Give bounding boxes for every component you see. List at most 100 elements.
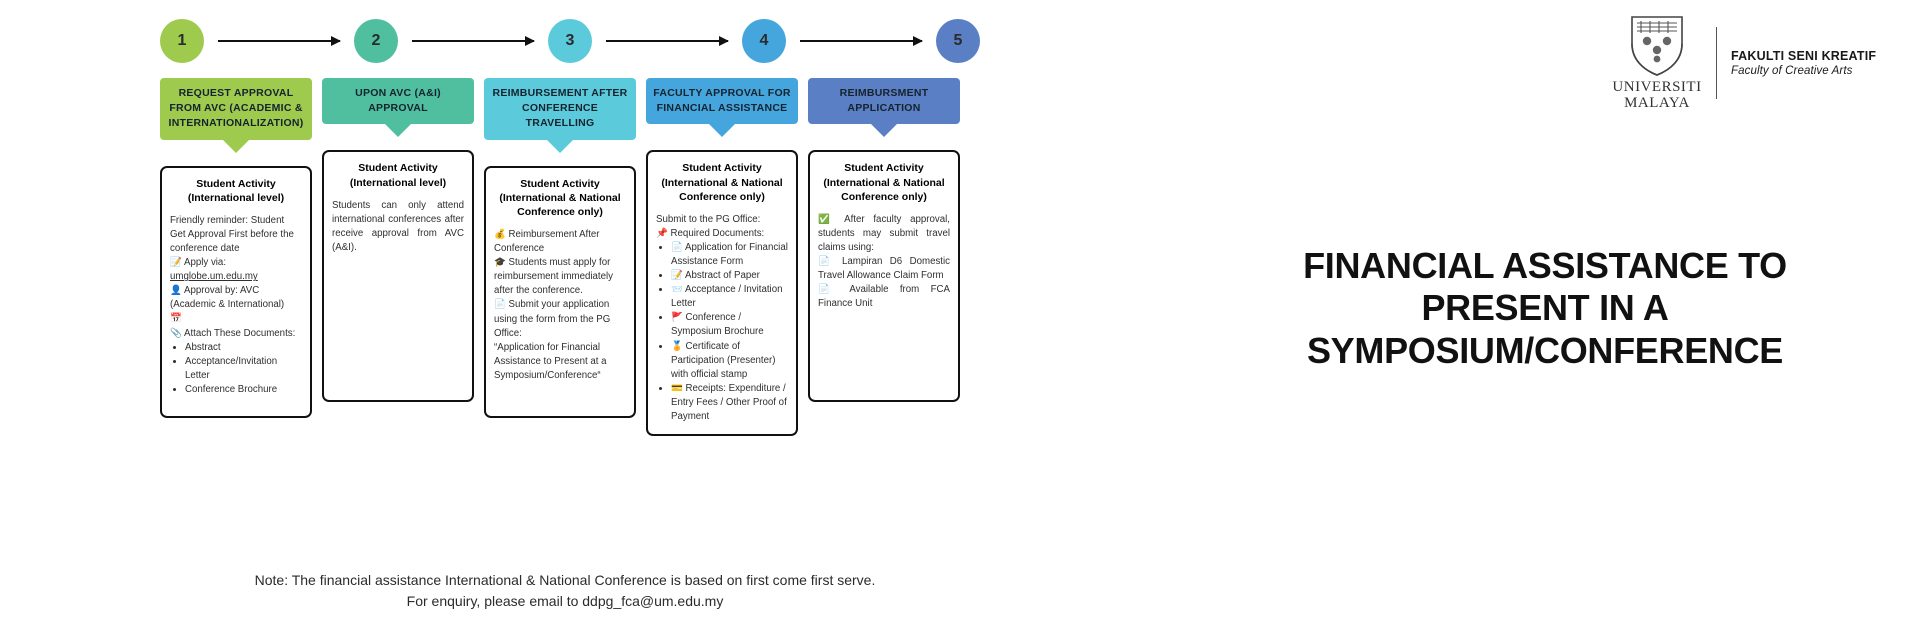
faculty-name-block: FAKULTI SENI KREATIF Faculty of Creative… — [1731, 49, 1876, 77]
required-label: Required Documents: — [670, 228, 765, 240]
money-label: Reimbursement After Conference — [494, 229, 600, 255]
step-banner-label-1: REQUEST APPROVAL FROM AVC (ACADEMIC & IN… — [168, 87, 304, 130]
list-item-label: Application for Financial Assistance For… — [671, 242, 788, 268]
banner-notch-2 — [385, 124, 411, 138]
money-bag-icon: 💰 — [494, 229, 506, 241]
list-item-label: Abstract of Paper — [685, 270, 760, 282]
list-item: Acceptance/Invitation Letter — [185, 355, 302, 383]
apply-label: Apply via: — [184, 257, 227, 269]
memo-icon: 📝 — [170, 257, 182, 269]
list-item: 📄 Application for Financial Assistance F… — [671, 241, 788, 269]
check-mark-icon: ✅ — [818, 213, 836, 225]
step-card-5: Student Activity (International & Nation… — [808, 150, 960, 403]
step-arrow-4 — [800, 36, 923, 46]
step-banner-1: REQUEST APPROVAL FROM AVC (ACADEMIC & IN… — [160, 78, 312, 153]
university-name-line2: MALAYA — [1624, 94, 1690, 111]
lampiran-line: 📄 Lampiran D6 Domestic Travel Allowance … — [818, 255, 950, 283]
calendar-icon: 📅 — [170, 313, 182, 325]
faculty-name-malay: FAKULTI SENI KREATIF — [1731, 48, 1877, 63]
check-label: After faculty approval, students may sub… — [818, 213, 950, 254]
footer-line-2: For enquiry, please email to ddpg_fca@um… — [406, 593, 724, 609]
page-icon: 📄 — [671, 242, 683, 254]
process-columns: REQUEST APPROVAL FROM AVC (ACADEMIC & IN… — [160, 78, 982, 436]
grad-label: Students must apply for reimbursement im… — [494, 257, 613, 297]
footer-line-1: Note: The financial assistance Internati… — [254, 572, 876, 588]
step-number-row: 1 2 3 4 5 — [160, 18, 980, 64]
step2-paragraph: Students can only attend international c… — [332, 199, 464, 253]
flag-icon: 🚩 — [671, 312, 683, 324]
card-title-5: Student Activity (International & Nation… — [823, 162, 945, 203]
step-banner-5: REIMBURSMENT APPLICATION — [808, 78, 960, 138]
step-banner-label-3: REIMBURSEMENT AFTER CONFERENCE TRAVELLIN… — [492, 87, 628, 130]
card-title-2: Student Activity (International level) — [349, 162, 447, 189]
card-body-1: Friendly reminder: Student Get Approval … — [170, 214, 302, 397]
list-item-label: Acceptance / Invitation Letter — [671, 284, 783, 310]
step-card-3: Student Activity (International & Nation… — [484, 165, 636, 418]
university-logo-block: UNIVERSITI MALAYA FAKULTI SENI KREATIF F… — [1612, 14, 1876, 112]
document-icon: 📄 — [818, 284, 839, 296]
lampiran-label: Lampiran D6 Domestic Travel Allowance Cl… — [818, 256, 950, 282]
list-item: 💳 Receipts: Expenditure / Entry Fees / O… — [671, 382, 788, 424]
required-line: 📌 Required Documents: — [656, 227, 788, 241]
step-circle-1: 1 — [160, 19, 204, 63]
process-step-3: REIMBURSEMENT AFTER CONFERENCE TRAVELLIN… — [484, 78, 636, 418]
approval-line: 👤 Approval by: AVC (Academic & Internati… — [170, 284, 302, 312]
medal-icon: 🏅 — [671, 340, 683, 352]
process-step-2: UPON AVC (A&I) APPROVAL Student Activity… — [322, 78, 474, 403]
reminder-text: Friendly reminder: Student Get Approval … — [170, 215, 294, 255]
approval-label: Approval by: AVC (Academic & Internation… — [170, 285, 285, 311]
calendar-line: 📅 — [170, 312, 302, 326]
list-item-label: Certificate of Participation (Presenter)… — [671, 340, 776, 380]
card-body-3: 💰 Reimbursement After Conference 🎓 Stude… — [494, 228, 626, 383]
step-banner-2: UPON AVC (A&I) APPROVAL — [322, 78, 474, 138]
card-body-5: ✅ After faculty approval, students may s… — [818, 213, 950, 311]
umglobe-link[interactable]: umglobe.um.edu.my — [170, 271, 258, 283]
step-arrow-2 — [412, 36, 535, 46]
banner-notch-4 — [709, 124, 735, 138]
available-label: Available from FCA Finance Unit — [818, 284, 950, 310]
card-title-3: Student Activity (International & Nation… — [499, 177, 621, 218]
list-item-label: Receipts: Expenditure / Entry Fees / Oth… — [671, 382, 787, 422]
step-circle-2: 2 — [354, 19, 398, 63]
graduation-cap-icon: 🎓 — [494, 257, 506, 269]
documents-list-4: 📄 Application for Financial Assistance F… — [656, 241, 788, 424]
card-body-4: Submit to the PG Office: 📌 Required Docu… — [656, 213, 788, 424]
list-item: 📝 Abstract of Paper — [671, 269, 788, 283]
banner-notch-1 — [223, 139, 249, 153]
university-name-line1: UNIVERSITI — [1612, 79, 1702, 95]
grad-line: 🎓 Students must apply for reimbursement … — [494, 256, 626, 298]
step-arrow-1 — [218, 36, 341, 46]
footer-note: Note: The financial assistance Internati… — [0, 570, 1130, 612]
banner-notch-3 — [547, 139, 573, 153]
envelope-icon: 📨 — [671, 284, 683, 296]
process-step-1: REQUEST APPROVAL FROM AVC (ACADEMIC & IN… — [160, 78, 312, 418]
available-line: 📄 Available from FCA Finance Unit — [818, 283, 950, 311]
page-icon: 📄 — [818, 256, 835, 268]
step-banner-label-5: REIMBURSMENT APPLICATION — [839, 87, 929, 115]
paperclip-icon: 📎 — [170, 327, 182, 339]
submit-pg-label: Submit to the PG Office: — [656, 213, 761, 225]
logo-divider — [1716, 26, 1717, 99]
step-card-4: Student Activity (International & Nation… — [646, 150, 798, 436]
process-step-5: REIMBURSMENT APPLICATION Student Activit… — [808, 78, 960, 403]
step-card-2: Student Activity (International level) S… — [322, 150, 474, 403]
step-circle-5: 5 — [936, 19, 980, 63]
money-line: 💰 Reimbursement After Conference — [494, 228, 626, 256]
apply-line: 📝 Apply via: — [170, 256, 302, 270]
faculty-name-english: Faculty of Creative Arts — [1731, 64, 1853, 77]
um-crest-wrap: UNIVERSITI MALAYA — [1612, 14, 1702, 112]
step-card-1: Student Activity (International level) F… — [160, 165, 312, 418]
card-body-2: Students can only attend international c… — [332, 199, 464, 255]
step-banner-label-4: FACULTY APPROVAL FOR FINANCIAL ASSISTANC… — [653, 87, 791, 115]
list-item: Abstract — [185, 341, 302, 355]
form-name-text: “Application for Financial Assistance to… — [494, 341, 607, 381]
process-step-4: FACULTY APPROVAL FOR FINANCIAL ASSISTANC… — [646, 78, 798, 436]
check-line: ✅ After faculty approval, students may s… — [818, 213, 950, 255]
list-item: Conference Brochure — [185, 383, 302, 397]
step-banner-label-2: UPON AVC (A&I) APPROVAL — [355, 87, 441, 115]
card-title-1: Student Activity (International level) — [187, 177, 285, 204]
documents-list-1: Abstract Acceptance/Invitation Letter Co… — [170, 341, 302, 397]
person-icon: 👤 — [170, 285, 182, 297]
list-item-label: Conference / Symposium Brochure — [671, 312, 764, 338]
apply-link-line: umglobe.um.edu.my — [170, 270, 302, 284]
